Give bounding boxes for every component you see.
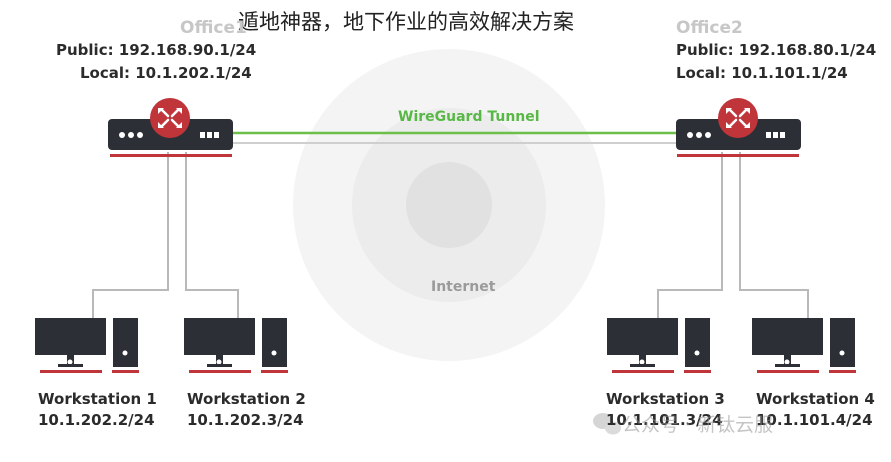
workstation-4-name: Workstation 4 <box>756 390 875 408</box>
workstation-2-ip: 10.1.202.3/24 <box>187 411 304 429</box>
router-office1[interactable] <box>108 98 233 157</box>
office1-name: Office1 <box>180 18 247 38</box>
monitor-icon <box>752 318 823 373</box>
internet-inner-ring <box>406 162 492 248</box>
tower-icon <box>112 318 139 373</box>
workstation-3[interactable] <box>607 318 711 373</box>
router-icon <box>718 98 758 138</box>
router-office2[interactable] <box>676 98 801 157</box>
watermark: 公众号 · 新钛云服 <box>622 414 774 436</box>
office2-local-address: Local: 10.1.101.1/24 <box>676 64 848 82</box>
office2-public-address: Public: 192.168.80.1/24 <box>676 41 877 59</box>
wechat-icon <box>593 413 621 435</box>
workstation-4[interactable] <box>752 318 856 373</box>
lan-cables-office2 <box>657 152 809 318</box>
workstation-1-name: Workstation 1 <box>38 390 157 408</box>
tower-icon <box>829 318 856 373</box>
workstation-3-name: Workstation 3 <box>606 390 725 408</box>
workstation-2-name: Workstation 2 <box>187 390 306 408</box>
tower-icon <box>261 318 288 373</box>
wireguard-tunnel-label: WireGuard Tunnel <box>398 109 540 125</box>
workstation-1-ip: 10.1.202.2/24 <box>38 411 155 429</box>
monitor-icon <box>184 318 255 373</box>
office1-public-address: Public: 192.168.90.1/24 <box>56 41 257 59</box>
internet-label: Internet <box>431 279 496 295</box>
router-icon <box>150 98 190 138</box>
office1-local-address: Local: 10.1.202.1/24 <box>80 64 252 82</box>
internet-cloud <box>293 49 605 361</box>
monitor-icon <box>35 318 106 373</box>
workstation-3-ip: 10.1.101.3/24 <box>606 411 723 429</box>
office2-name: Office2 <box>676 18 743 38</box>
workstation-2[interactable] <box>184 318 288 373</box>
workstation-1[interactable] <box>35 318 139 373</box>
tower-icon <box>684 318 711 373</box>
monitor-icon <box>607 318 678 373</box>
workstation-4-ip: 10.1.101.4/24 <box>756 411 873 429</box>
lan-cables-office1 <box>92 152 239 318</box>
page-title: 遁地神器，地下作业的高效解决方案 <box>238 10 574 34</box>
